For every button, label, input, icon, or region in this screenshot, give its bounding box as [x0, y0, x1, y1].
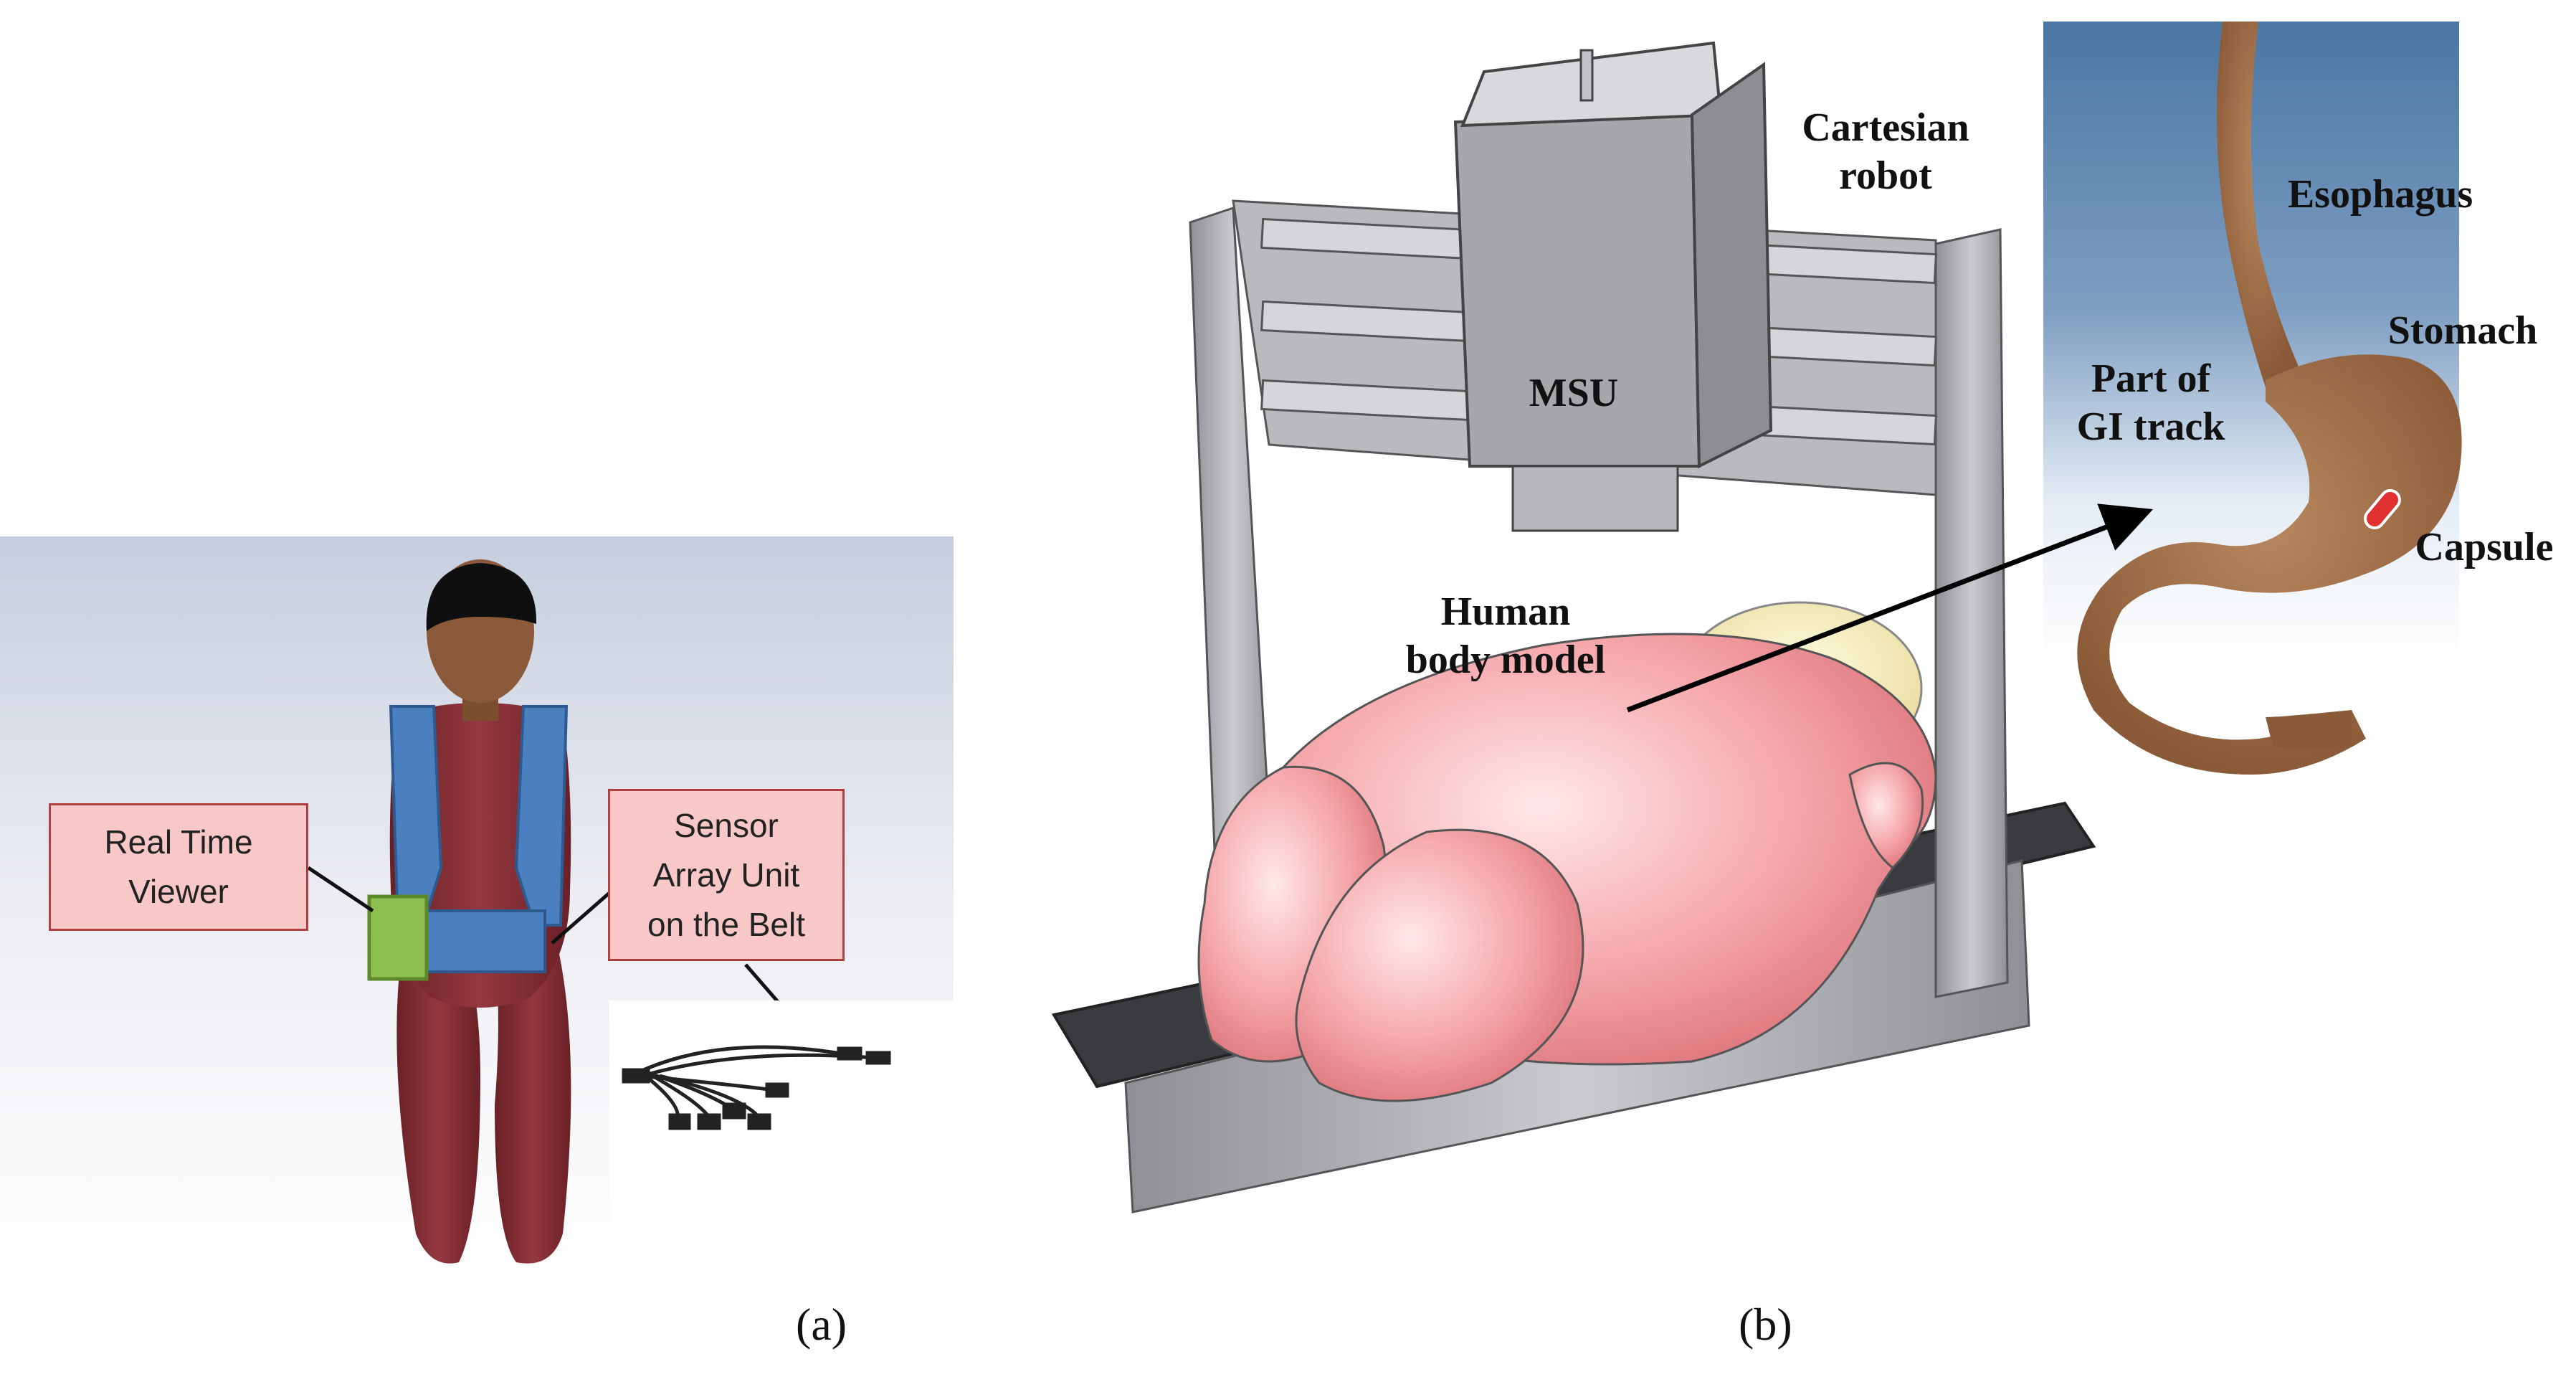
cartesian-robot-label: Cartesian robot [1802, 105, 1969, 199]
sensor-cable-bundle [609, 1000, 954, 1277]
panel-b-caption: (b) [1739, 1299, 1792, 1350]
msu-shaft [1579, 49, 1594, 102]
human-body-model-label: Human body model [1405, 590, 1606, 683]
sensor-array-callout: Sensor Array Unit on the Belt [608, 789, 845, 961]
stomach-shape [2077, 354, 2462, 775]
right-leg [495, 954, 571, 1264]
sensor-leader-line [551, 891, 611, 945]
mannequin-arm [1848, 762, 1924, 869]
msu-label: MSU [1529, 371, 1619, 415]
body-to-gi-arrow [1626, 503, 2154, 713]
stomach-label: Stomach [2387, 308, 2538, 353]
hair [426, 563, 537, 631]
viewer-leader-line [307, 866, 374, 913]
esophagus-label: Esophagus [2287, 172, 2473, 217]
esophagus-tube [2217, 22, 2301, 387]
real-time-viewer-callout: Real Time Viewer [49, 803, 308, 931]
panel-a-caption: (a) [796, 1299, 847, 1350]
msu-lower-block [1511, 465, 1679, 532]
duodenum [2266, 710, 2352, 749]
capsule-label: Capsule [2415, 525, 2554, 569]
vest-strap-right [514, 705, 569, 927]
panel-b [1051, 22, 2462, 1213]
real-time-viewer-device [367, 894, 429, 981]
left-leg [396, 954, 480, 1264]
msu-side [1690, 62, 1773, 469]
capsule-marker [2364, 488, 2401, 530]
vest-strap-left [389, 705, 443, 927]
frame-upright-right [1934, 228, 2009, 998]
gi-track-label: Part of GI track [2076, 356, 2225, 450]
mannequin-leg-right [1295, 828, 1584, 1102]
